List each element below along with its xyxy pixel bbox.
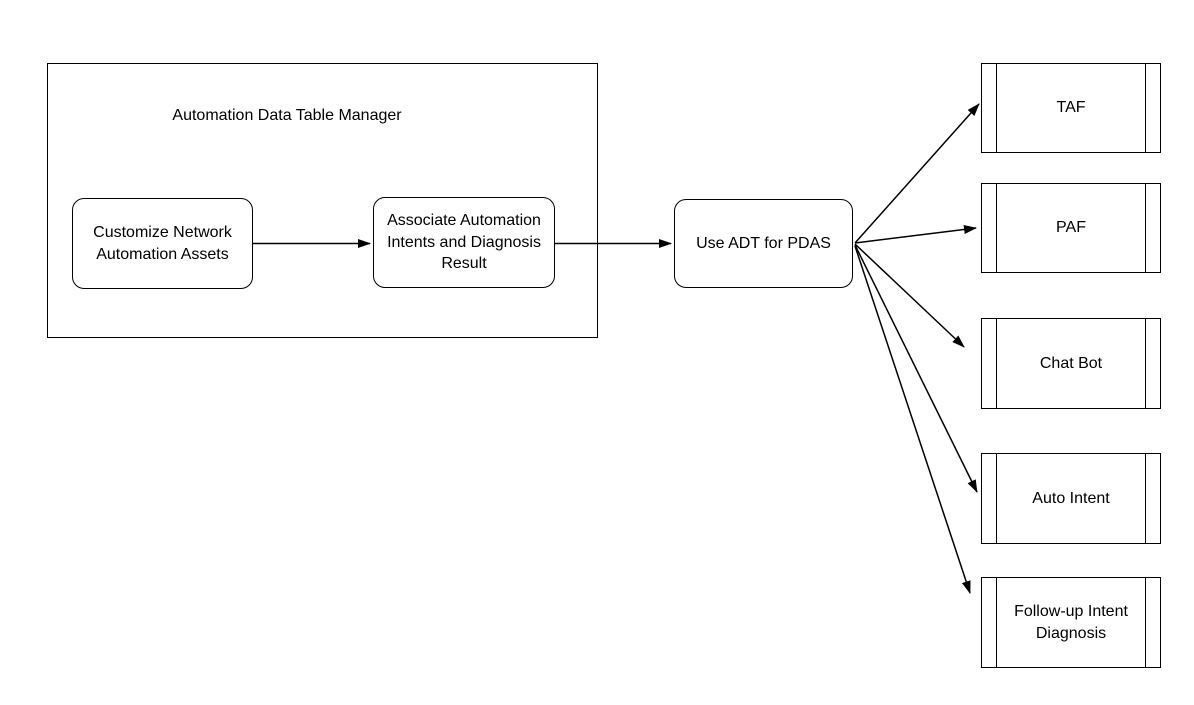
node-label: Customize Network Automation Assets: [93, 223, 232, 263]
edge-use-adt-to-paf: [854, 225, 977, 244]
node-use-adt-for-pdas: Use ADT for PDAS: [674, 199, 853, 288]
node-label: Use ADT for PDAS: [696, 234, 831, 252]
subroutine-border-right: [1145, 64, 1146, 152]
node-taf: TAF: [981, 63, 1161, 153]
container-title: Automation Data Table Manager: [172, 107, 402, 124]
node-chat-bot: Chat Bot: [981, 318, 1161, 409]
adt-manager-container: [47, 63, 598, 338]
edge-use-adt-to-taf: [854, 103, 980, 244]
subroutine-border-left: [996, 184, 997, 272]
subroutine-border-right: [1145, 184, 1146, 272]
subroutine-border-right: [1145, 578, 1146, 667]
node-label: Associate Automation Intents and Diagnos…: [387, 212, 541, 273]
subroutine-border-left: [996, 454, 997, 543]
node-auto-intent: Auto Intent: [981, 453, 1161, 544]
edge-use-adt-to-followup: [854, 245, 971, 594]
node-label: TAF: [1056, 99, 1086, 117]
node-followup-intent-diagnosis: Follow-up Intent Diagnosis: [981, 577, 1161, 668]
subroutine-border-right: [1145, 319, 1146, 408]
subroutine-border-right: [1145, 454, 1146, 543]
node-associate-automation-intents: Associate Automation Intents and Diagnos…: [373, 197, 555, 288]
node-label: PAF: [1056, 219, 1086, 237]
node-label: Follow-up Intent Diagnosis: [1014, 602, 1128, 642]
edge-use-adt-to-auto-intent: [854, 244, 978, 493]
subroutine-border-left: [996, 64, 997, 152]
node-label: Auto Intent: [1032, 489, 1110, 507]
edge-use-adt-to-chat-bot: [854, 243, 965, 348]
node-customize-network-automation-assets: Customize Network Automation Assets: [72, 198, 253, 289]
subroutine-border-left: [996, 578, 997, 667]
node-label: Chat Bot: [1039, 354, 1103, 372]
node-paf: PAF: [981, 183, 1161, 273]
subroutine-border-left: [996, 319, 997, 408]
